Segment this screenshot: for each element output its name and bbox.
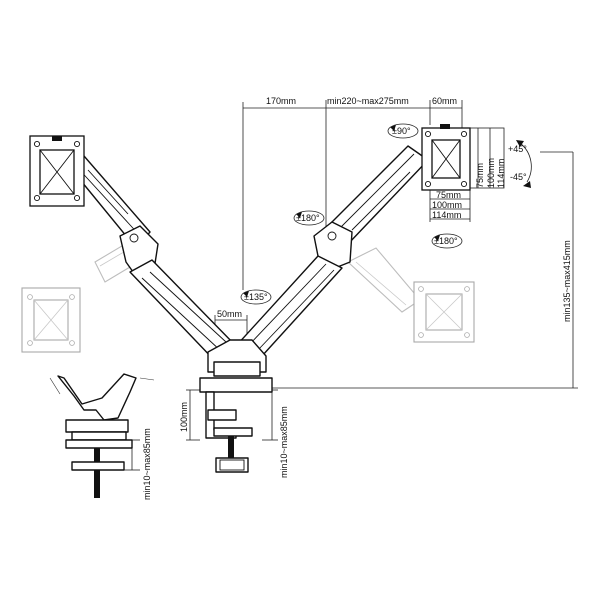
rotation-icons [240, 123, 463, 305]
tilt-up-label: +45° [508, 144, 527, 154]
vesa-75-width-label: 75mm [436, 190, 461, 200]
grommet-mount-detail [49, 373, 155, 498]
pivot-offset-label: 60mm [432, 96, 457, 106]
swivel-head-label: ±90° [392, 126, 411, 136]
left-vesa-plate [29, 135, 85, 207]
left-upper-arm [67, 155, 151, 249]
clamp-range-label: min10~max85mm [279, 406, 289, 478]
tilt-down-label: -45° [510, 172, 527, 182]
ghost-left-monitor-plate [21, 287, 81, 353]
extension-label: min220~max275mm [327, 96, 409, 106]
vesa-75-height-label: 75mm [475, 163, 485, 188]
vesa-100-width-label: 100mm [432, 200, 462, 210]
vesa-100-height-label: 100mm [486, 158, 496, 188]
desk-clamp [199, 377, 273, 473]
ghost-right-monitor-plate [413, 281, 475, 343]
rotate-plate-label: ±180° [434, 236, 458, 246]
ghost-right-arm [347, 247, 421, 313]
grommet-range-label: min10~max85mm [142, 428, 152, 500]
right-vesa-plate [421, 124, 471, 191]
central-pole [207, 339, 267, 377]
dimension-lines [124, 100, 578, 471]
arm-reach-label: 170mm [266, 96, 296, 106]
clamp-height-label: 100mm [179, 402, 189, 432]
rotate-base-label: ±135° [244, 292, 268, 302]
height-range-label: min135~max415mm [562, 240, 572, 322]
vesa-114-width-label: 114mm [432, 210, 461, 220]
vesa-114-height-label: 114mm [496, 159, 506, 188]
pole-width-label: 50mm [217, 309, 242, 319]
tilt-arc [516, 140, 532, 188]
rotate-elbow-label: ±180° [296, 213, 320, 223]
